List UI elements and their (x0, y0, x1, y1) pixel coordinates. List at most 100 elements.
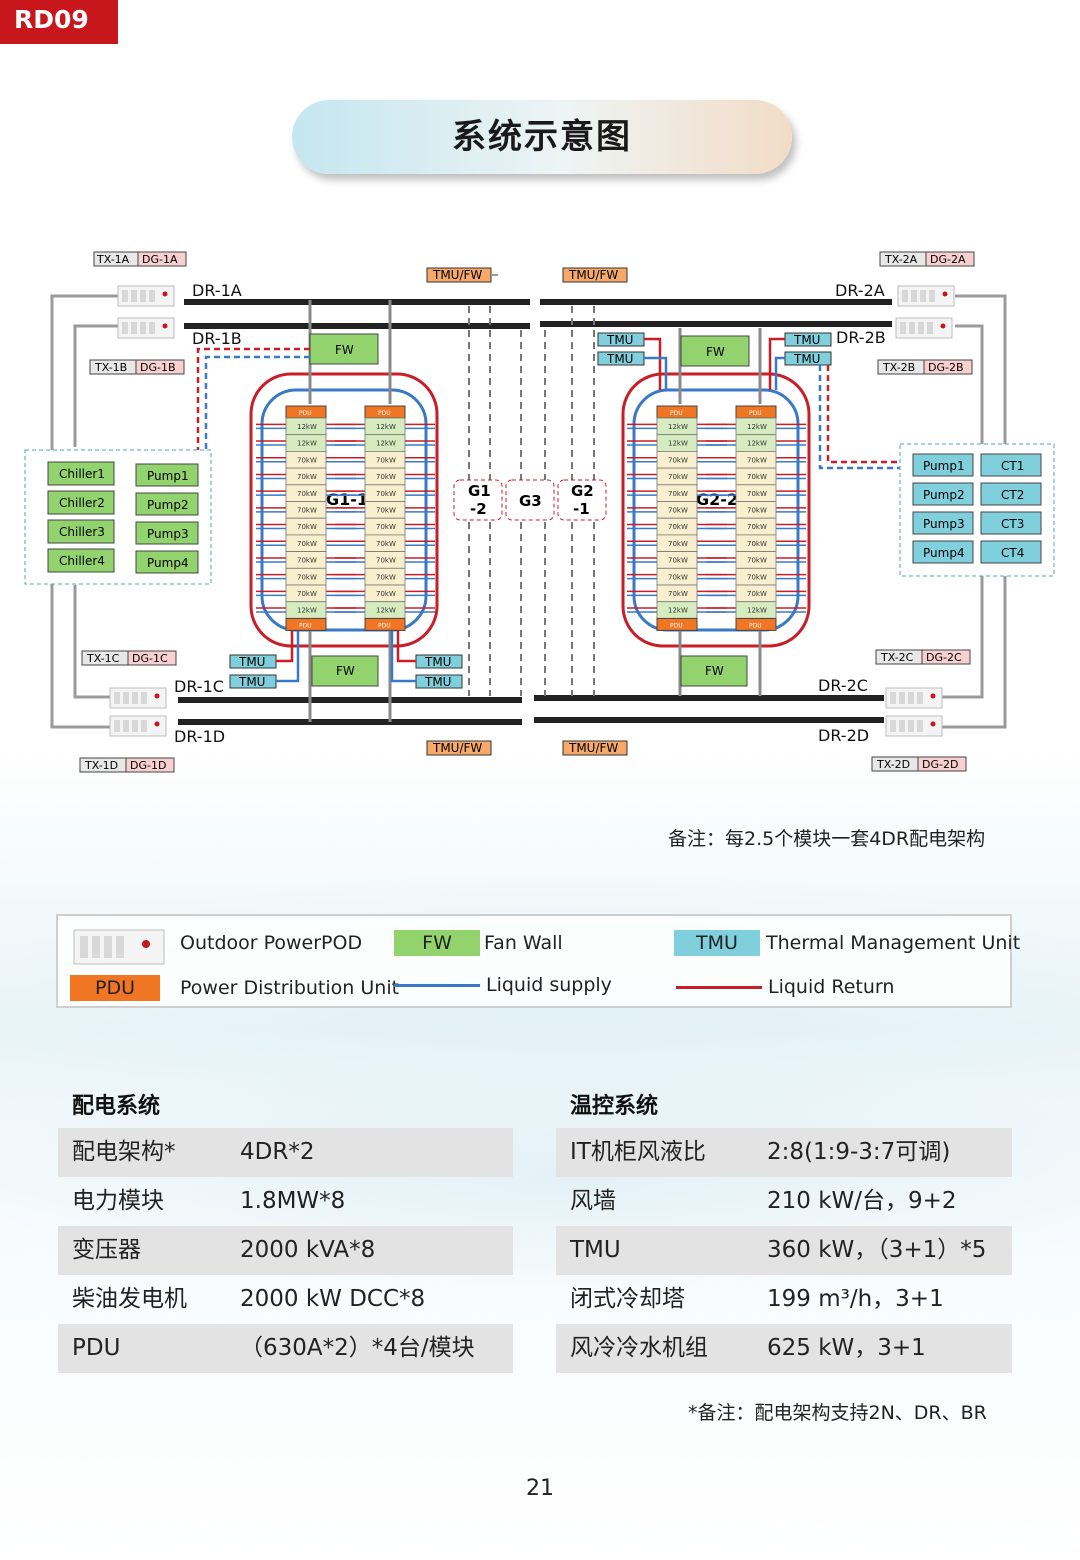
rack-cell-label: 70kW (747, 473, 767, 481)
rack-cell-label: 70kW (668, 523, 688, 531)
legend-pdu: Power Distribution Unit (180, 977, 400, 999)
tmu-pipes (276, 337, 785, 683)
svg-text:DR-1D: DR-1D (174, 727, 225, 746)
svg-text:DR-2C: DR-2C (818, 676, 868, 695)
svg-text:DR-2A: DR-2A (835, 281, 885, 300)
dr-buses (178, 299, 892, 725)
svg-text:TMU/FW: TMU/FW (432, 268, 482, 282)
dg-2d-label: DG-2D (922, 758, 958, 771)
dr-bus-labels: DR-1A DR-1B DR-1C DR-1D DR-2A DR-2B DR-2… (174, 281, 886, 746)
svg-text:Pump4: Pump4 (147, 556, 189, 570)
svg-text:CT2: CT2 (1001, 488, 1024, 502)
rack-cell-label: 70kW (747, 540, 767, 548)
rack-cell-label: 70kW (376, 590, 396, 598)
legend-supply: Liquid supply (486, 974, 612, 996)
tx-1b-label: TX-1B (94, 361, 127, 374)
fw-label: FW (705, 664, 724, 678)
svg-text:TMU: TMU (793, 352, 820, 366)
rack-cell-label: 70kW (747, 557, 767, 565)
rack-cell-label: 12kW (747, 440, 767, 448)
tx-1d-label: TX-1D (84, 759, 118, 772)
rack-cell-label: 12kW (297, 423, 317, 431)
svg-text:Pump2: Pump2 (923, 488, 965, 502)
ct-pump-group: Pump1 Pump2 Pump3 Pump4 CT1 CT2 CT3 CT4 (899, 443, 1055, 577)
pdu (656, 617, 698, 631)
pdu-label: PDU (670, 410, 683, 417)
rack-cell-label: 12kW (376, 607, 396, 615)
svg-text:DR-2B: DR-2B (836, 328, 886, 347)
page-title: 系统示意图 (292, 100, 792, 174)
diagram-note: 备注：每2.5个模块一套4DR配电架构 (668, 828, 986, 850)
svg-text:CT3: CT3 (1001, 517, 1024, 531)
svg-text:Pump3: Pump3 (147, 527, 189, 541)
power-table-title: 配电系统 (72, 1094, 161, 1119)
dg-2c-label: DG-2C (926, 651, 962, 664)
svg-text:TMU/FW: TMU/FW (568, 741, 618, 755)
legend-powerpod: Outdoor PowerPOD (180, 932, 363, 954)
legend-pdu-swatch: PDU (70, 975, 160, 1001)
rack-cell-label: 70kW (747, 490, 767, 498)
rack-cell-label: 12kW (297, 607, 317, 615)
rack-cell-label: 12kW (376, 440, 396, 448)
pdu-label: PDU (299, 622, 312, 629)
rack-cell-label: 70kW (297, 540, 317, 548)
svg-text:TMU: TMU (424, 655, 451, 669)
svg-text:Pump1: Pump1 (147, 469, 189, 483)
svg-text:G1: G1 (468, 482, 491, 500)
rack-cell-label: 70kW (747, 507, 767, 515)
fw-label: FW (706, 345, 725, 359)
legend: Outdoor PowerPOD FW Fan Wall TMU Thermal… (56, 914, 1020, 1008)
svg-text:CT4: CT4 (1001, 546, 1024, 560)
group-g1-1-label: G1-1 (326, 490, 368, 509)
svg-text:Chiller3: Chiller3 (59, 525, 105, 539)
svg-text:G2: G2 (571, 482, 594, 500)
rack-cell-label: 70kW (668, 557, 688, 565)
rack-cell-label: 70kW (747, 456, 767, 464)
svg-text:Chiller1: Chiller1 (59, 467, 105, 481)
svg-text:G3: G3 (519, 492, 542, 510)
rack-cell-label: 70kW (376, 523, 396, 531)
svg-text:DR-1A: DR-1A (192, 281, 242, 300)
rack-cell-label: 70kW (376, 456, 396, 464)
rack-cell-label: 70kW (376, 573, 396, 581)
legend-return-line (676, 986, 762, 989)
rack-cell-label: 12kW (668, 607, 688, 615)
dg-1d-label: DG-1D (130, 759, 166, 772)
tx-2b-label: TX-2B (882, 361, 915, 374)
rack-cell-label: 70kW (297, 557, 317, 565)
rack-cell-label: 70kW (376, 473, 396, 481)
rack-columns: PDU 12kW 12kW 70kW 70kW 70kW 70kW 70kW 70kW 70kW 7… (256, 405, 806, 631)
module-g1-1: FW FW G1-1 (249, 300, 439, 722)
svg-text:TMU: TMU (606, 352, 633, 366)
rack-cell-label: 12kW (747, 607, 767, 615)
thermal-table-title: 温控系统 (570, 1094, 659, 1119)
legend-supply-line (394, 984, 480, 987)
tx-1c-label: TX-1C (86, 652, 120, 665)
rack-cell-label: 70kW (376, 490, 396, 498)
svg-text:Chiller2: Chiller2 (59, 496, 105, 510)
pdu-label: PDU (670, 622, 683, 629)
rack-cell-label: 12kW (668, 423, 688, 431)
rack-cell-label: 70kW (668, 573, 688, 581)
svg-text:TMU/FW: TMU/FW (568, 268, 618, 282)
tmu-fw-tags: TMU/FW TMU/FW TMU/FW TMU/FW (426, 267, 628, 756)
rack-cell-label: 70kW (376, 540, 396, 548)
rack-cell-label: 70kW (668, 456, 688, 464)
group-g2-2-label: G2-2 (696, 490, 738, 509)
rack-cell-label: 12kW (376, 423, 396, 431)
svg-text:TMU: TMU (238, 675, 265, 689)
rack-cell-label: 70kW (376, 557, 396, 565)
svg-text:TMU: TMU (606, 333, 633, 347)
rack-cell-label: 70kW (668, 590, 688, 598)
chiller-loop (196, 347, 900, 470)
svg-text:Pump2: Pump2 (147, 498, 189, 512)
pdu (364, 617, 406, 631)
rack-cell-label: 70kW (668, 540, 688, 548)
svg-text:TMU: TMU (793, 333, 820, 347)
dg-2b-label: DG-2B (928, 361, 964, 374)
